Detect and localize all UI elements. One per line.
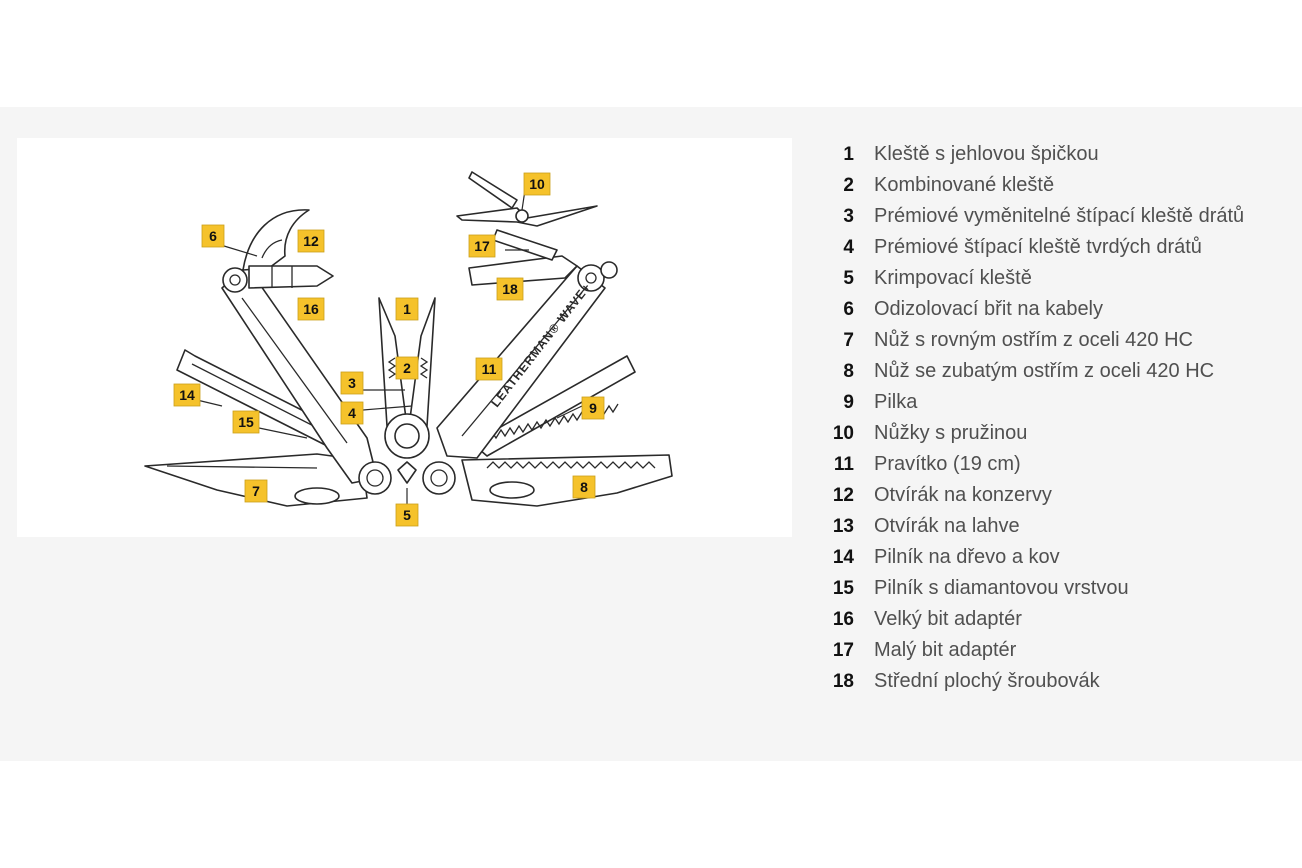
callout-12: 12 bbox=[297, 229, 325, 253]
legend-label: Kombinované kleště bbox=[874, 174, 1055, 196]
bit-adapter-drawing bbox=[248, 265, 334, 289]
svg-text:18: 18 bbox=[502, 281, 518, 297]
legend-label: Nůž s rovným ostřím z oceli 420 HC bbox=[874, 329, 1193, 351]
leader-lines bbox=[196, 189, 583, 506]
legend-number: 1 bbox=[843, 143, 854, 165]
small-bit-drawing bbox=[492, 229, 558, 261]
legend-number: 9 bbox=[843, 391, 854, 413]
svg-text:8: 8 bbox=[580, 479, 588, 495]
legend-number: 6 bbox=[843, 298, 854, 320]
legend-item: 14 Pilník na dřevo a kov bbox=[826, 542, 1296, 573]
legend-number: 11 bbox=[833, 453, 854, 475]
legend-item: 11 Pravítko (19 cm) bbox=[826, 449, 1296, 480]
svg-text:3: 3 bbox=[348, 375, 356, 391]
legend-number: 2 bbox=[843, 174, 854, 196]
callout-8: 8 bbox=[572, 475, 596, 499]
svg-text:7: 7 bbox=[252, 483, 260, 499]
legend-item: 15 Pilník s diamantovou vrstvou bbox=[826, 573, 1296, 604]
callout-16: 16 bbox=[297, 297, 325, 321]
legend-number: 13 bbox=[832, 515, 854, 537]
multitool-illustration: LEATHERMAN® WAVE+ bbox=[144, 171, 673, 527]
svg-text:9: 9 bbox=[589, 400, 597, 416]
callout-9: 9 bbox=[581, 396, 605, 420]
legend-label: Velký bit adaptér bbox=[874, 608, 1022, 630]
callout-4: 4 bbox=[340, 401, 364, 425]
legend-item: 13 Otvírák na lahve bbox=[826, 511, 1296, 542]
legend-number: 3 bbox=[843, 205, 854, 227]
scissors-drawing bbox=[456, 205, 598, 227]
legend-label: Pilník s diamantovou vrstvou bbox=[874, 577, 1129, 599]
legend-item: 12 Otvírák na konzervy bbox=[826, 480, 1296, 511]
legend-number: 5 bbox=[843, 267, 854, 289]
svg-text:10: 10 bbox=[529, 176, 545, 192]
legend-item: 4 Prémiové štípací kleště tvrdých drátů bbox=[826, 232, 1296, 263]
svg-text:11: 11 bbox=[482, 361, 497, 377]
callout-18: 18 bbox=[496, 277, 524, 301]
callout-17: 17 bbox=[468, 234, 496, 258]
legend-number: 18 bbox=[832, 670, 854, 692]
svg-text:6: 6 bbox=[209, 228, 217, 244]
callout-5: 5 bbox=[395, 503, 419, 527]
legend-item: 10 Nůžky s pružinou bbox=[826, 418, 1296, 449]
legend-item: 5 Krimpovací kleště bbox=[826, 263, 1296, 294]
legend-item: 16 Velký bit adaptér bbox=[826, 604, 1296, 635]
legend-number: 17 bbox=[832, 639, 854, 661]
legend-number: 4 bbox=[843, 236, 854, 258]
callout-6: 6 bbox=[201, 224, 225, 248]
svg-text:4: 4 bbox=[348, 405, 356, 421]
legend-label: Prémiové štípací kleště tvrdých drátů bbox=[874, 236, 1202, 258]
legend-label: Nůžky s pružinou bbox=[874, 422, 1028, 444]
legend-number: 8 bbox=[843, 360, 854, 382]
legend-item: 9 Pilka bbox=[826, 387, 1296, 418]
legend-label: Nůž se zubatým ostřím z oceli 420 HC bbox=[874, 360, 1215, 382]
crimper-left-drawing bbox=[358, 461, 392, 495]
legend-item: 18 Střední plochý šroubovák bbox=[826, 666, 1296, 697]
legend-item: 2 Kombinované kleště bbox=[826, 170, 1296, 201]
tool-legend: 1 Kleště s jehlovou špičkou 2 Kombinované … bbox=[826, 139, 1296, 697]
svg-text:16: 16 bbox=[303, 301, 319, 317]
legend-item: 17 Malý bit adaptér bbox=[826, 635, 1296, 666]
legend-number: 15 bbox=[832, 577, 854, 599]
legend-label: Střední plochý šroubovák bbox=[874, 670, 1100, 692]
legend-number: 7 bbox=[843, 329, 854, 351]
legend-label: Kleště s jehlovou špičkou bbox=[874, 143, 1099, 165]
callout-2: 2 bbox=[395, 356, 419, 380]
legend-item: 1 Kleště s jehlovou špičkou bbox=[826, 139, 1296, 170]
legend-label: Prémiové vyměnitelné štípací kleště drát… bbox=[874, 205, 1245, 227]
legend-item: 3 Prémiové vyměnitelné štípací kleště drá… bbox=[826, 201, 1296, 232]
legend-label: Otvírák na konzervy bbox=[874, 484, 1052, 506]
callout-11: 11 bbox=[475, 357, 503, 381]
svg-text:15: 15 bbox=[238, 414, 254, 430]
crimper-right-drawing bbox=[422, 461, 456, 495]
legend-item: 7 Nůž s rovným ostřím z oceli 420 HC bbox=[826, 325, 1296, 356]
svg-text:14: 14 bbox=[179, 387, 195, 403]
svg-text:17: 17 bbox=[474, 238, 490, 254]
svg-text:1: 1 bbox=[403, 301, 411, 317]
legend-number: 14 bbox=[832, 546, 854, 568]
legend-number: 12 bbox=[832, 484, 854, 506]
legend-item: 6 Odizolovací břit na kabely bbox=[826, 294, 1296, 325]
svg-text:2: 2 bbox=[403, 360, 411, 376]
callout-15: 15 bbox=[232, 410, 260, 434]
legend-item: 8 Nůž se zubatým ostřím z oceli 420 HC bbox=[826, 356, 1296, 387]
svg-text:12: 12 bbox=[303, 233, 319, 249]
callout-10: 10 bbox=[523, 172, 551, 196]
legend-label: Pravítko (19 cm) bbox=[874, 453, 1021, 475]
legend-label: Krimpovací kleště bbox=[874, 267, 1032, 289]
legend-number: 10 bbox=[832, 422, 854, 444]
legend-label: Pilník na dřevo a kov bbox=[874, 546, 1060, 568]
legend-label: Otvírák na lahve bbox=[874, 515, 1020, 537]
can-opener-drawing bbox=[242, 209, 310, 271]
legend-label: Pilka bbox=[874, 391, 918, 413]
multitool-diagram: LEATHERMAN® WAVE+ bbox=[17, 138, 792, 537]
callout-14: 14 bbox=[173, 383, 201, 407]
legend-number: 16 bbox=[832, 608, 854, 630]
callout-1: 1 bbox=[395, 297, 419, 321]
legend-label: Odizolovací břit na kabely bbox=[874, 298, 1104, 320]
callout-7: 7 bbox=[244, 479, 268, 503]
legend-label: Malý bit adaptér bbox=[874, 639, 1017, 661]
svg-text:5: 5 bbox=[403, 507, 411, 523]
callout-3: 3 bbox=[340, 371, 364, 395]
